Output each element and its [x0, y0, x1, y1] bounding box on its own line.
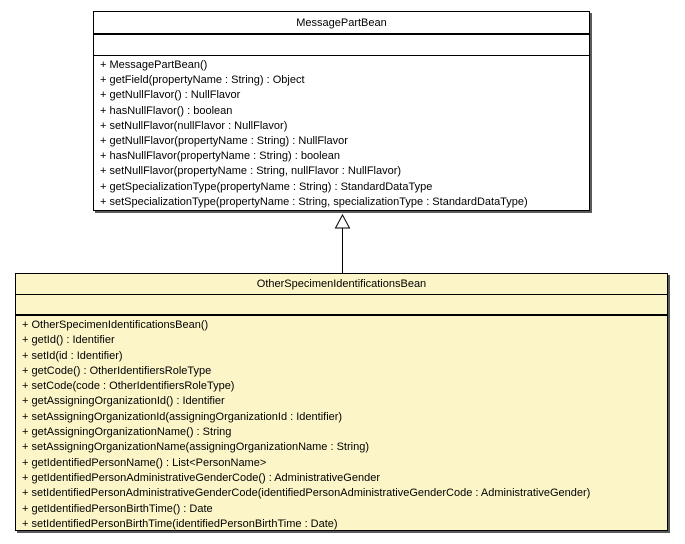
method-item: + getCode() : OtherIdentifiersRoleType [22, 364, 212, 377]
class-box-messagepartbean: MessagePartBean + MessagePartBean() + get… [93, 11, 590, 211]
method-item: + getIdentifiedPersonAdministrativeGende… [22, 471, 380, 484]
method-item: + setCode(code : OtherIdentifiersRoleTyp… [22, 380, 235, 393]
methods-compartment-otherspecimenidentificationsbean: + OtherSpecimenIdentificationsBean() + ge… [16, 316, 667, 530]
class-title-otherspecimenidentificationsbean[interactable]: OtherSpecimenIdentificationsBean [16, 274, 667, 295]
method-item: + getSpecializationType(propertyName : S… [100, 180, 433, 193]
method-item: + setSpecializationType(propertyName : S… [100, 195, 528, 208]
method-item: + MessagePartBean() [100, 59, 208, 71]
method-item: + setId(id : Identifier) [22, 349, 123, 362]
class-title-messagepartbean[interactable]: MessagePartBean [94, 12, 589, 35]
class-box-otherspecimenidentificationsbean: OtherSpecimenIdentificationsBean + Other… [15, 273, 668, 531]
method-item: + setNullFlavor(propertyName : String, n… [100, 165, 402, 178]
method-item: + hasNullFlavor(propertyName : String) :… [100, 150, 340, 163]
method-item: + setAssigningOrganizationId(assigningOr… [22, 410, 343, 423]
methods-compartment-messagepartbean: + MessagePartBean() + getField(propertyNa… [94, 56, 589, 210]
attributes-compartment-otherspecimenidentificationsbean [16, 295, 667, 316]
method-item: + getId() : Identifier [22, 334, 115, 347]
method-item: + setAssigningOrganizationName(assigning… [22, 441, 369, 454]
method-item: + getAssigningOrganizationName() : Strin… [22, 426, 232, 439]
method-item: + getField(propertyName : String) : Obje… [100, 74, 305, 87]
method-item: + OtherSpecimenIdentificationsBean() [22, 319, 209, 331]
method-item: + setNullFlavor(nullFlavor : NullFlavor) [100, 119, 288, 132]
method-item: + getIdentifiedPersonName() : List<Perso… [22, 456, 267, 469]
method-item: + getIdentifiedPersonBirthTime() : Date [22, 502, 213, 515]
method-item: + getAssigningOrganizationId() : Identif… [22, 395, 225, 408]
method-item: + getNullFlavor() : NullFlavor [100, 89, 241, 102]
generalization-arrow [334, 214, 351, 274]
method-item: + getNullFlavor(propertyName : String) :… [100, 134, 348, 147]
method-item: + setIdentifiedPersonBirthTime(identifie… [22, 517, 338, 530]
method-item: + setIdentifiedPersonAdministrativeGende… [22, 487, 591, 500]
method-item: + hasNullFlavor() : boolean [100, 104, 233, 117]
attributes-compartment-messagepartbean [94, 35, 589, 56]
